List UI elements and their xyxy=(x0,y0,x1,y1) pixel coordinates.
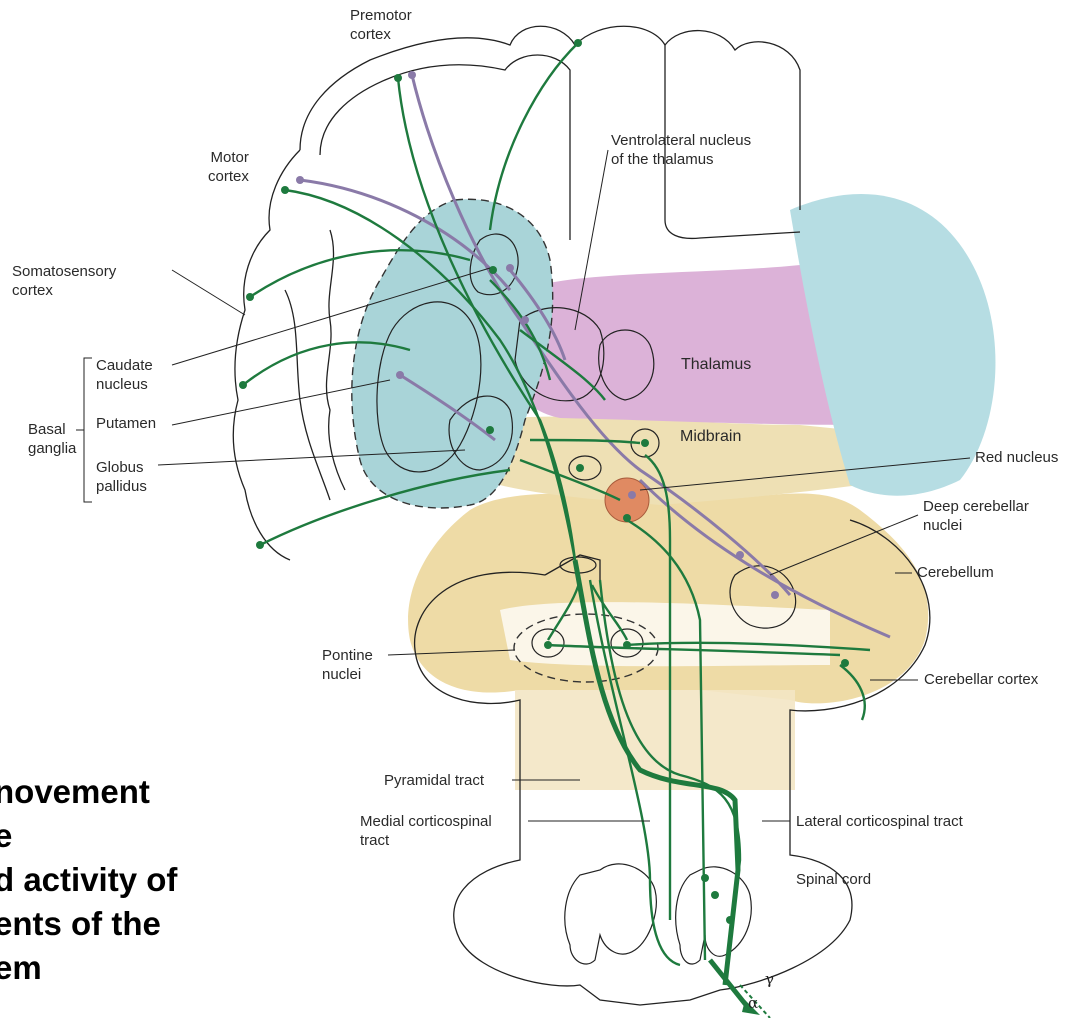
dot-caudate-2 xyxy=(506,264,514,272)
label-vl-line1: Ventrolateral nucleus xyxy=(611,131,751,150)
dot-red-nucleus-2 xyxy=(623,514,631,522)
label-lateral-corticospinal-tract: Lateral corticospinal tract xyxy=(796,812,963,831)
basal-ganglia-bracket xyxy=(76,358,92,502)
label-globus-line1: Globus xyxy=(96,458,147,477)
label-pyramidal-tract: Pyramidal tract xyxy=(384,771,484,790)
caption-line-1: novement xyxy=(0,770,177,814)
dot-cortex-bottom xyxy=(256,541,264,549)
label-caudate-line1: Caudate xyxy=(96,356,153,375)
dot-pallidus xyxy=(486,426,494,434)
label-basal-line2: ganglia xyxy=(28,439,76,458)
dot-midbrain xyxy=(641,439,649,447)
dot-motor-3 xyxy=(281,186,289,194)
dot-pontine-left xyxy=(544,641,552,649)
label-globus-pallidus: Globus pallidus xyxy=(96,458,147,496)
dot-midbrain-small xyxy=(576,464,584,472)
label-basal-line1: Basal xyxy=(28,420,76,439)
label-spinal-cord-text: Spinal cord xyxy=(796,870,871,889)
label-red-nucleus: Red nucleus xyxy=(975,448,1058,467)
dot-deep-cb xyxy=(736,551,744,559)
caption-line-5: em xyxy=(0,946,177,990)
label-ventrolateral-nucleus: Ventrolateral nucleus of the thalamus xyxy=(611,131,751,169)
label-motor-cortex: Motor cortex xyxy=(208,148,249,186)
label-lateral-text: Lateral corticospinal tract xyxy=(796,812,963,831)
label-pontine-nuclei: Pontine nuclei xyxy=(322,646,373,684)
caption-line-3: d activity of xyxy=(0,858,177,902)
label-midbrain-text: Midbrain xyxy=(680,427,741,446)
label-deep-cerebellar-nuclei: Deep cerebellar nuclei xyxy=(923,497,1029,535)
label-thalamus: Thalamus xyxy=(681,355,751,374)
spinal-cord-gray-matter xyxy=(565,864,751,964)
label-motor-line1: Motor xyxy=(208,148,249,167)
label-deep-cb-line2: nuclei xyxy=(923,516,1029,535)
label-caudate-nucleus: Caudate nucleus xyxy=(96,356,153,394)
dot-deep-cb-2 xyxy=(771,591,779,599)
dot-red-nucleus xyxy=(628,491,636,499)
green-path-premotor xyxy=(490,43,578,230)
dot-vl xyxy=(521,316,529,324)
dot-cb-cortex xyxy=(841,659,849,667)
cropped-caption: novement e d activity of ents of the em xyxy=(0,770,177,990)
dot-somato xyxy=(246,293,254,301)
label-cerebellum-text: Cerebellum xyxy=(917,563,994,582)
label-pontine-line1: Pontine xyxy=(322,646,373,665)
label-somatosensory-cortex: Somatosensory cortex xyxy=(12,262,116,300)
dot-pontine-right xyxy=(623,641,631,649)
label-thalamus-text: Thalamus xyxy=(681,355,751,374)
label-pyramidal-text: Pyramidal tract xyxy=(384,771,484,790)
label-pontine-line2: nuclei xyxy=(322,665,373,684)
sulcus-outline-1 xyxy=(326,230,345,490)
sulcus-outline-2 xyxy=(285,290,330,500)
dot-cortex-low xyxy=(239,381,247,389)
dot-motor-1 xyxy=(394,74,402,82)
label-globus-line2: pallidus xyxy=(96,477,147,496)
label-premotor-cortex: Premotor cortex xyxy=(350,6,412,44)
label-alpha: α xyxy=(748,994,758,1012)
label-cerebellar-cortex: Cerebellar cortex xyxy=(924,670,1038,689)
label-somatosensory-line2: cortex xyxy=(12,281,116,300)
label-premotor-line2: cortex xyxy=(350,25,412,44)
label-medial-line2: tract xyxy=(360,831,492,850)
label-cerebellum: Cerebellum xyxy=(917,563,994,582)
label-midbrain: Midbrain xyxy=(680,427,741,446)
dot-premotor xyxy=(574,39,582,47)
caption-line-2: e xyxy=(0,814,177,858)
dot-caudate xyxy=(489,266,497,274)
label-somatosensory-line1: Somatosensory xyxy=(12,262,116,281)
cerebellum-region xyxy=(408,493,928,703)
dot-spinal-3 xyxy=(726,916,734,924)
cortex-outline xyxy=(300,26,800,210)
label-cb-cortex-text: Cerebellar cortex xyxy=(924,670,1038,689)
label-red-nucleus-text: Red nucleus xyxy=(975,448,1058,467)
dot-spinal-1 xyxy=(701,874,709,882)
label-caudate-line2: nucleus xyxy=(96,375,153,394)
label-basal-ganglia: Basal ganglia xyxy=(28,420,76,458)
caption-line-4: ents of the xyxy=(0,902,177,946)
label-motor-line2: cortex xyxy=(208,167,249,186)
label-vl-line2: of the thalamus xyxy=(611,150,751,169)
dot-motor-4 xyxy=(296,176,304,184)
label-gamma: γ xyxy=(765,970,774,988)
dot-spinal-2 xyxy=(711,891,719,899)
gyrus-outline-2 xyxy=(233,150,300,560)
label-putamen: Putamen xyxy=(96,414,156,433)
label-medial-corticospinal-tract: Medial corticospinal tract xyxy=(360,812,492,850)
label-deep-cb-line1: Deep cerebellar xyxy=(923,497,1029,516)
dot-putamen xyxy=(396,371,404,379)
label-spinal-cord: Spinal cord xyxy=(796,870,871,889)
label-premotor-line1: Premotor xyxy=(350,6,412,25)
label-medial-line1: Medial corticospinal xyxy=(360,812,492,831)
label-putamen-text: Putamen xyxy=(96,414,156,433)
leader-somatosensory xyxy=(172,270,245,315)
dot-motor-2 xyxy=(408,71,416,79)
midbrain-region xyxy=(490,417,860,505)
